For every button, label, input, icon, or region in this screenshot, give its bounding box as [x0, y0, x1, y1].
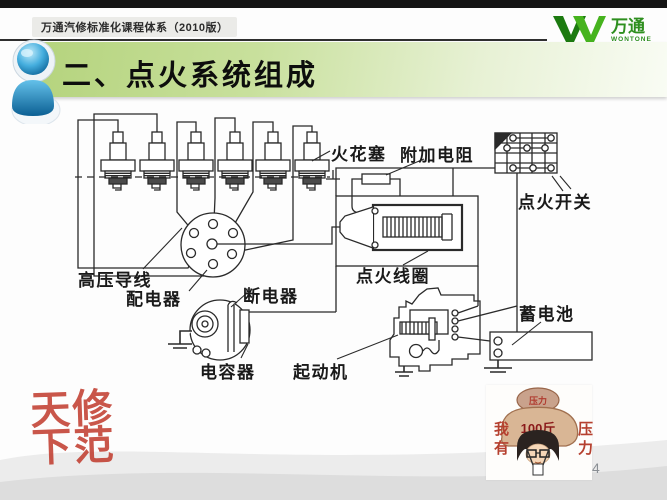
seal-watermark: 天 修 下 范 [29, 386, 116, 471]
meme-left-text: 我有 [492, 421, 508, 459]
svg-text:压力: 压力 [529, 395, 547, 406]
page-number: 4 [592, 460, 600, 476]
svg-text:万通: 万通 [610, 17, 645, 36]
person-icon [11, 39, 61, 124]
cartoon-girl [517, 430, 559, 476]
battery [484, 331, 593, 373]
header-divider [0, 39, 547, 41]
starter-motor [389, 287, 481, 377]
label-additional-resistor: 附加电阻 [400, 146, 474, 165]
label-battery: 蓄电池 [519, 305, 575, 324]
label-ignition-coil: 点火线圈 [356, 267, 430, 286]
label-distributor: 配电器 [126, 290, 182, 309]
ignition-switch [494, 132, 558, 174]
course-label: 万通汽修标准化课程体系（2010版） [32, 17, 238, 37]
label-ignition-switch: 点火开关 [518, 193, 592, 212]
title-banner [30, 42, 667, 97]
label-breaker: 断电器 [243, 287, 299, 306]
pressure-meme: 压力 100斤 我有 压力 [486, 385, 592, 480]
meme-right-text: 压力 [576, 421, 592, 459]
label-hv-wire: 高压导线 [78, 271, 152, 290]
wontone-logo-icon: 万通 WONTONE [553, 16, 652, 43]
seal-char: 下 [30, 423, 73, 471]
ignition-coil [335, 167, 495, 267]
svg-text:WONTONE: WONTONE [611, 36, 652, 43]
breaker-assembly [168, 299, 251, 361]
seal-char: 范 [72, 422, 115, 469]
top-bar [0, 0, 667, 8]
page-title: 二、点火系统组成 [62, 60, 319, 92]
label-spark-plug: 火花塞 [331, 145, 387, 164]
label-leaders [142, 150, 572, 360]
distributor-cap [180, 212, 246, 278]
label-capacitor: 电容器 [200, 363, 256, 382]
label-starter: 起动机 [293, 363, 349, 382]
